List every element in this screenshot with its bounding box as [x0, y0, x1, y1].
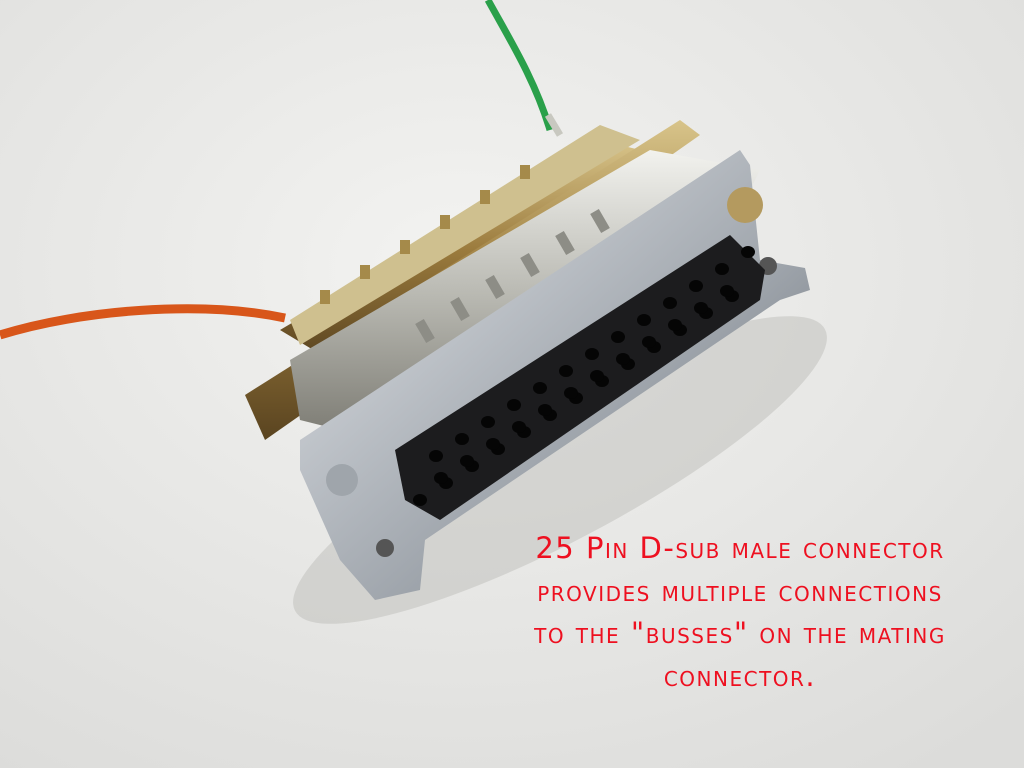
green-wire: [484, 0, 554, 132]
caption: 25 Pin D-sub male connector provides mul…: [490, 527, 990, 697]
contact-hole: [538, 404, 552, 416]
contact-hole: [585, 348, 599, 360]
caption-line: provides multiple connections: [537, 573, 943, 608]
contact-hole: [720, 285, 734, 297]
contact-hole: [460, 455, 474, 467]
contact-hole: [590, 370, 604, 382]
contact-hole: [559, 365, 573, 377]
rear-shell: [280, 140, 640, 360]
contact-hole: [694, 302, 708, 314]
contact-hole: [564, 387, 578, 399]
contact-hole: [434, 472, 448, 484]
contact-hole: [507, 399, 521, 411]
contact-hole: [413, 494, 427, 506]
contact-hole: [455, 433, 469, 445]
caption-line: to the "busses" on the mating: [534, 616, 946, 650]
contact-hole: [715, 263, 729, 275]
contact-hole: [486, 438, 500, 450]
contact-hole: [512, 421, 526, 433]
contact-hole: [663, 297, 677, 309]
contact-hole: [616, 353, 630, 365]
caption-line: 25 Pin D-sub male connector: [535, 531, 945, 565]
contact-hole: [429, 450, 443, 462]
orange-wire: [0, 304, 286, 340]
contact-hole: [611, 331, 625, 343]
contact-hole: [637, 314, 651, 326]
contact-hole: [689, 280, 703, 292]
contact-hole: [668, 319, 682, 331]
contact-hole: [533, 382, 547, 394]
contact-hole: [642, 336, 656, 348]
caption-line: connector.: [663, 658, 817, 693]
contact-hole: [741, 246, 755, 258]
contact-hole: [481, 416, 495, 428]
